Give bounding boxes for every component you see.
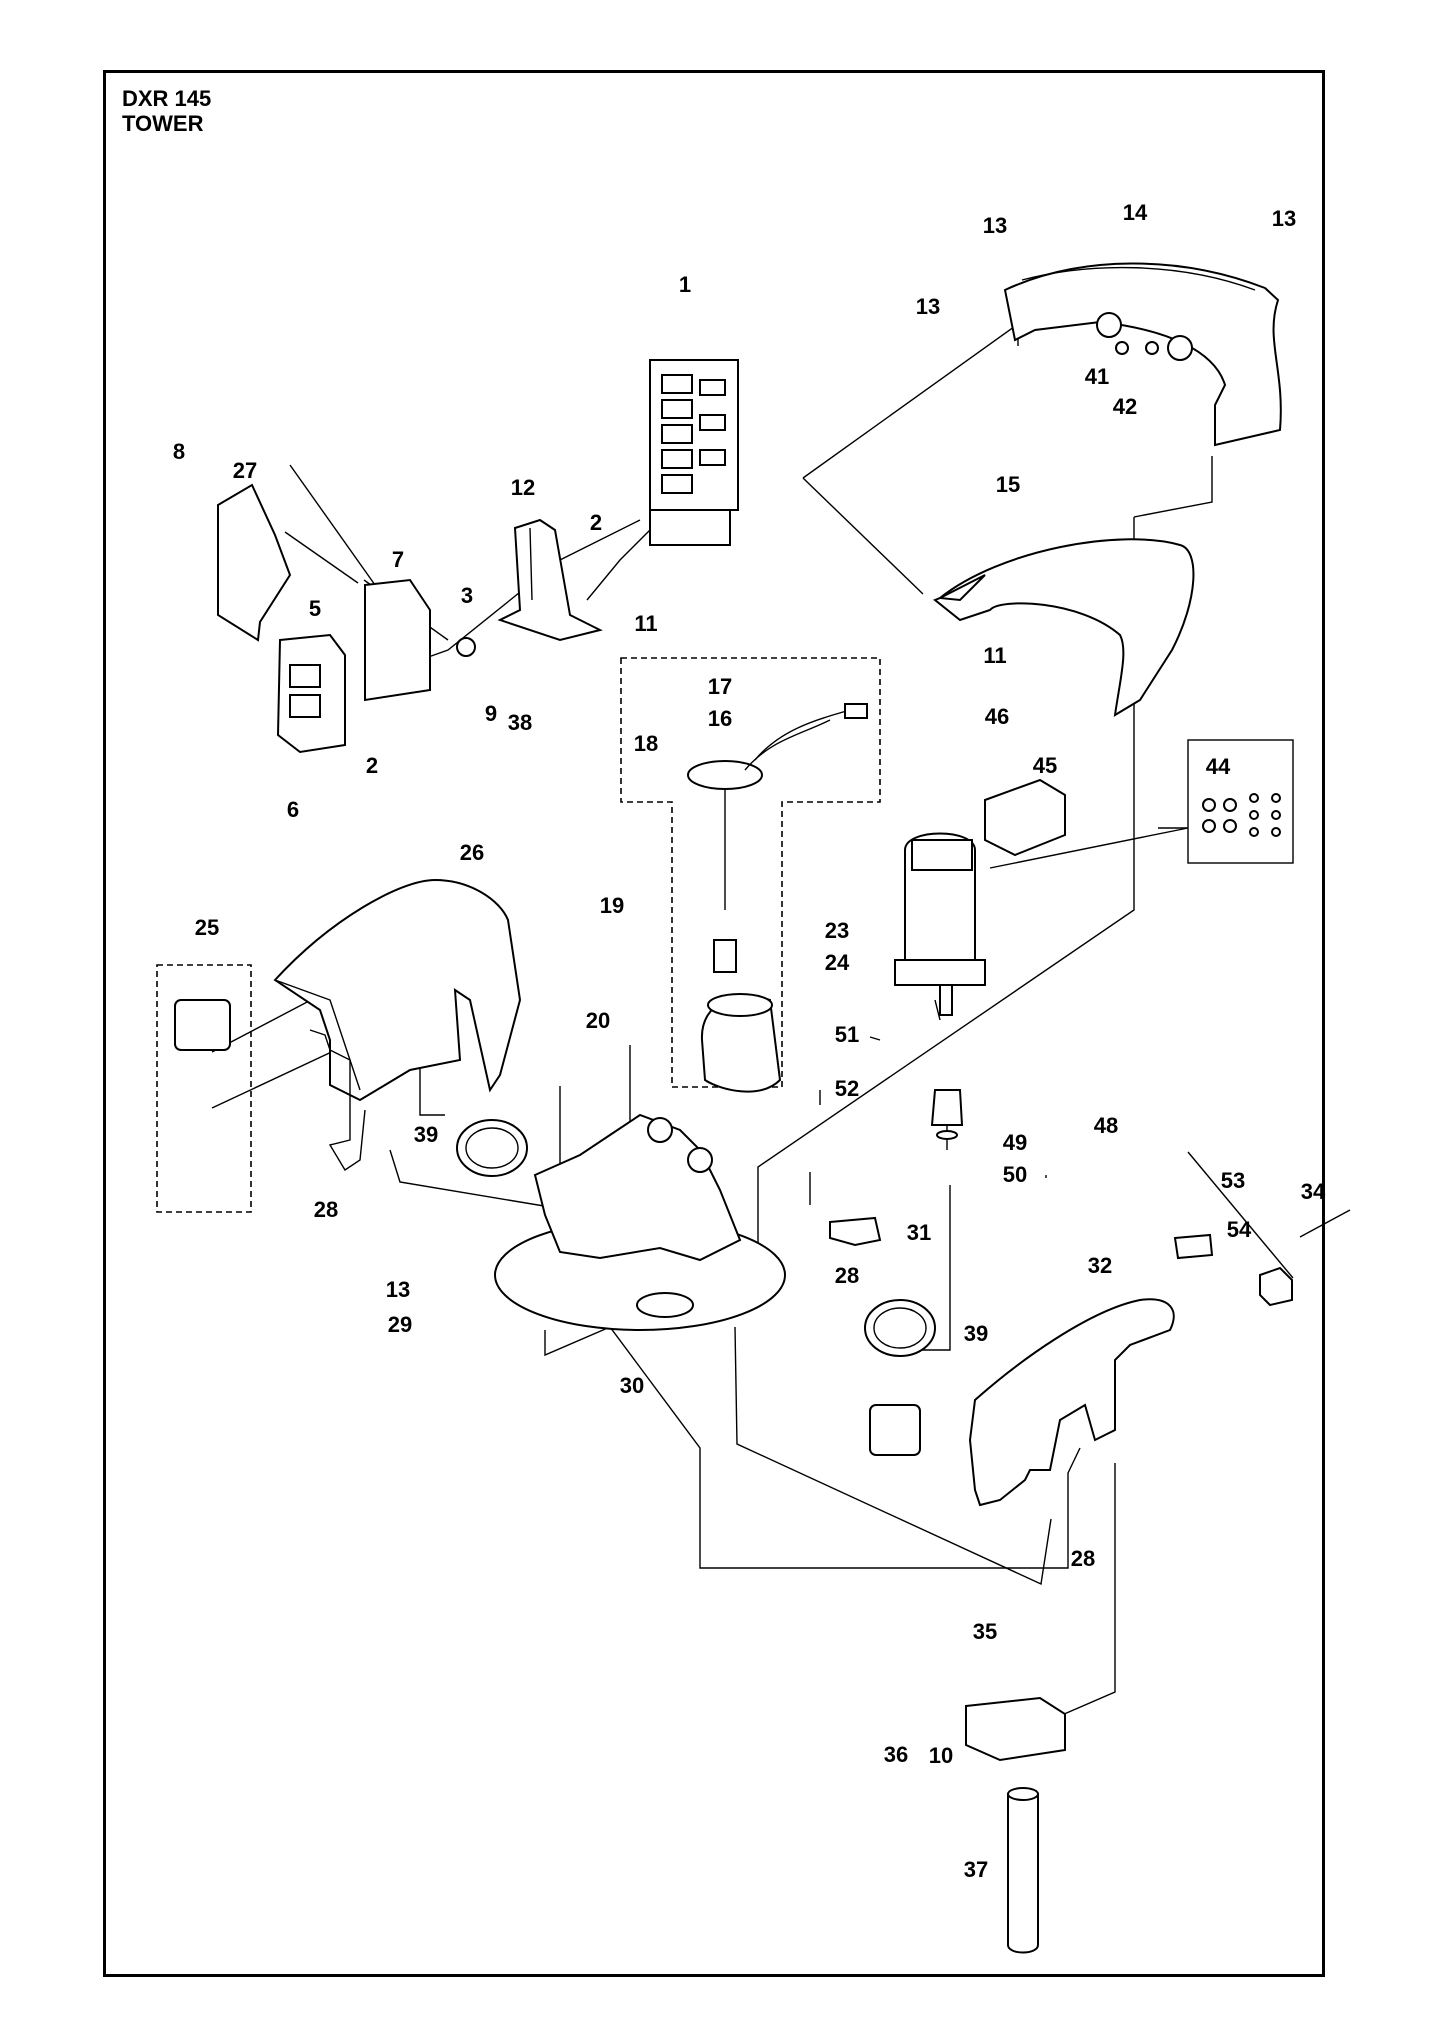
callout-16: 16 (708, 706, 732, 731)
callout-29: 29 (388, 1312, 412, 1337)
callout-38: 38 (508, 710, 532, 735)
callout-14: 14 (1123, 200, 1148, 225)
callout-10: 10 (929, 1743, 953, 1768)
callout-24: 24 (825, 950, 850, 975)
valve-block (649, 359, 739, 546)
callout-52: 52 (835, 1076, 859, 1101)
callout-54: 54 (1227, 1217, 1252, 1242)
callout-39b: 39 (964, 1321, 988, 1346)
pinion-gear (930, 1089, 964, 1140)
callout-15: 15 (996, 472, 1020, 497)
callout-28b: 28 (835, 1263, 859, 1288)
cover-plate (217, 483, 292, 642)
callout-27: 27 (233, 458, 257, 483)
callout-35: 35 (973, 1619, 997, 1644)
callout-44: 44 (1206, 754, 1231, 779)
seal-kit-box (1187, 739, 1294, 864)
tower-base (494, 1113, 786, 1331)
callout-12: 12 (511, 475, 535, 500)
proximity-sensor (1173, 1233, 1293, 1307)
callout-25: 25 (195, 915, 219, 940)
left-light-guard (174, 878, 522, 1171)
callout-8: 8 (173, 439, 185, 464)
callout-50: 50 (1003, 1162, 1027, 1187)
callout-45: 45 (1033, 753, 1057, 778)
callout-17: 17 (708, 674, 732, 699)
callout-2a: 2 (590, 510, 602, 535)
callout-31: 31 (907, 1220, 931, 1245)
callout-30: 30 (620, 1373, 644, 1398)
seal-kit (1202, 793, 1281, 837)
callout-26: 26 (460, 840, 484, 865)
callout-3: 3 (461, 583, 473, 608)
callout-42: 42 (1113, 394, 1137, 419)
right-light-guard (869, 1298, 1175, 1507)
callout-39a: 39 (414, 1122, 438, 1147)
callout-28a: 28 (314, 1197, 338, 1222)
callout-2b: 2 (366, 753, 378, 778)
callout-32: 32 (1088, 1253, 1112, 1278)
callout-46: 46 (985, 704, 1009, 729)
control-unit-assembly (276, 578, 476, 754)
callout-49: 49 (1003, 1130, 1027, 1155)
callout-9: 9 (485, 701, 497, 726)
callout-36: 36 (884, 1742, 908, 1767)
callout-53: 53 (1221, 1168, 1245, 1193)
callout-37: 37 (964, 1857, 988, 1882)
callout-11a: 11 (634, 611, 657, 636)
callout-7: 7 (392, 547, 404, 572)
swivel-block (965, 1696, 1066, 1954)
deflector-plate (933, 538, 1195, 717)
slew-ring-right (864, 1299, 936, 1357)
slew-ring-left (456, 1119, 528, 1177)
diagram-title: DXR 145 TOWER (122, 86, 211, 136)
upper-guard (1003, 262, 1282, 447)
callout-20: 20 (586, 1008, 610, 1033)
callout-13d: 13 (386, 1277, 410, 1302)
mount-bracket (829, 1216, 882, 1247)
callout-13a: 13 (983, 213, 1007, 238)
valve-bracket (497, 518, 603, 642)
sensor-group-box (620, 657, 881, 1088)
sensor-assembly (687, 703, 868, 1093)
callout-41: 41 (1085, 364, 1109, 389)
callout-5: 5 (309, 596, 321, 621)
assembly-name: TOWER (122, 111, 204, 136)
drawing-frame (103, 70, 1325, 1977)
callout-11b: 11 (983, 643, 1006, 668)
callout-28c: 28 (1071, 1546, 1095, 1571)
callout-13b: 13 (1272, 206, 1296, 231)
callout-23: 23 (825, 918, 849, 943)
callout-19: 19 (600, 893, 624, 918)
callout-51: 51 (835, 1022, 859, 1047)
callout-6: 6 (287, 797, 299, 822)
callout-labels: 1 2 2 3 5 6 7 8 9 10 11 11 12 13 13 13 1… (173, 200, 1326, 1882)
callout-1: 1 (679, 272, 691, 297)
callout-48: 48 (1094, 1113, 1118, 1138)
callout-34: 34 (1301, 1179, 1326, 1204)
hydraulic-motor (894, 778, 1066, 1016)
model-name: DXR 145 (122, 86, 212, 111)
callout-13c: 13 (916, 294, 940, 319)
callout-18: 18 (634, 731, 658, 756)
